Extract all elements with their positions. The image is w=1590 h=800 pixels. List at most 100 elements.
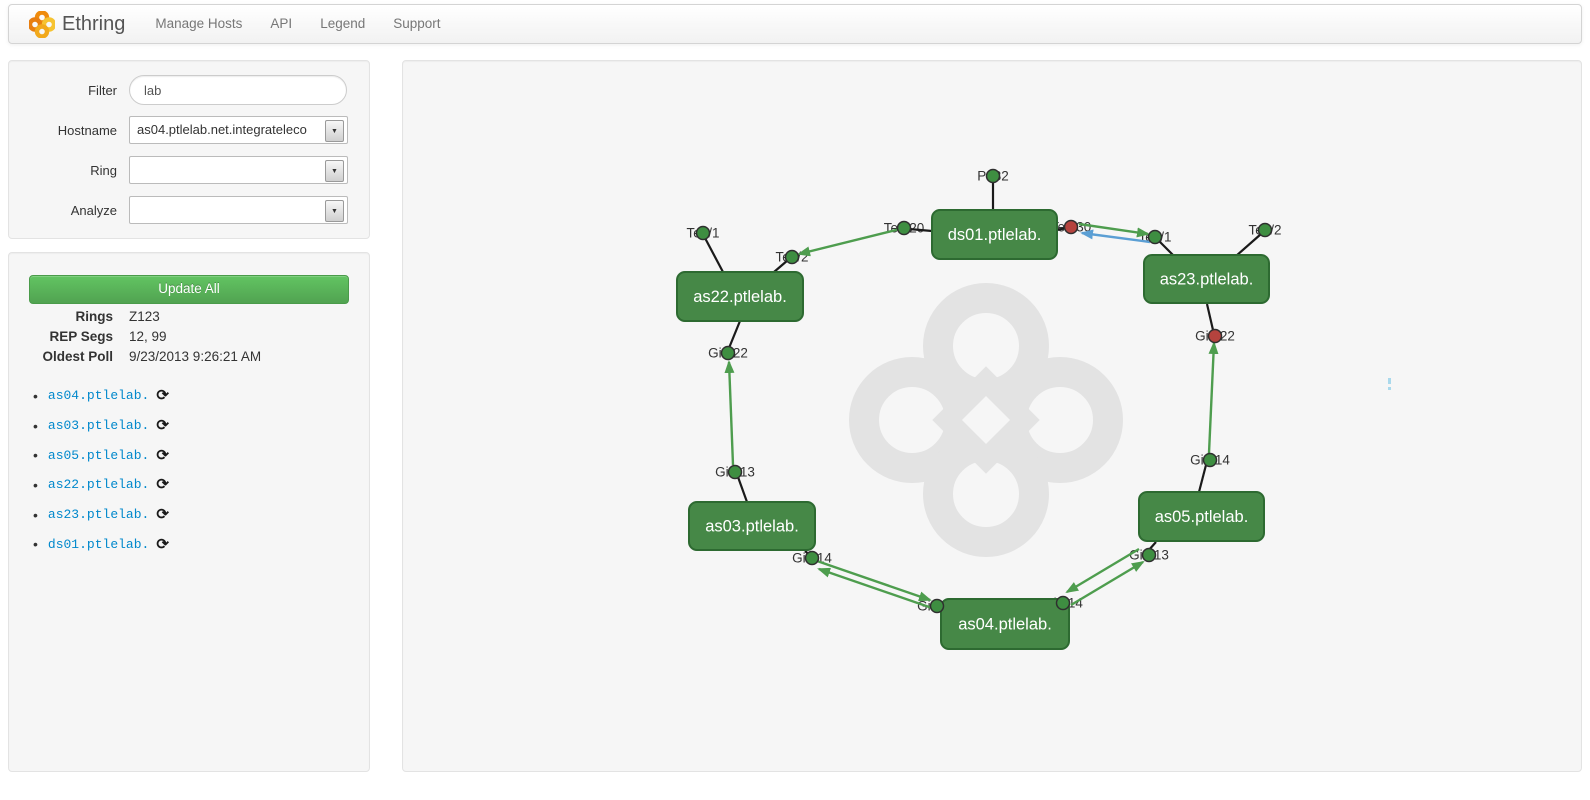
filter-panel: Filter Hostname as04.ptlelab.net.integra… <box>8 60 370 239</box>
watermark-logo <box>849 283 1123 557</box>
port-dot-te020-ds01[interactable] <box>896 220 912 236</box>
edges-layer <box>724 222 1219 610</box>
hostname-label: Hostname <box>57 123 117 138</box>
port-dot-te01-as23[interactable] <box>1147 229 1163 245</box>
nav-item-api[interactable]: API <box>270 16 293 31</box>
ports-layer <box>695 168 1273 614</box>
diagram-node-as23[interactable]: as23.ptlelab. <box>1143 254 1270 304</box>
stat-row: Rings Z123 <box>9 309 369 329</box>
port-dot-te02-as23[interactable] <box>1257 222 1273 238</box>
port-stub <box>1197 464 1208 493</box>
host-link-as05.ptlelab[interactable]: as05.ptlelab. <box>47 447 150 463</box>
ring-label: Ring <box>90 163 117 178</box>
port-dot-gi014-as04[interactable] <box>1055 595 1071 611</box>
port-dot-po32-ds01[interactable] <box>985 168 1001 184</box>
stubs-layer <box>704 183 1262 613</box>
diagram-node-as04[interactable]: as04.ptlelab. <box>940 598 1070 650</box>
port-stub <box>704 237 724 273</box>
ring-edge <box>816 559 932 602</box>
brand[interactable]: Ethring <box>29 10 126 38</box>
ring-diagram-panel: Po32Te0/20Te0/30Te0/1Te0/2Te0/1Te0/2Gi0/… <box>402 60 1582 772</box>
port-stub <box>1235 233 1262 257</box>
chevron-down-icon[interactable]: ▼ <box>325 160 344 182</box>
stat-value: 9/23/2013 9:26:21 AM <box>129 349 262 364</box>
node-label: as22.ptlelab. <box>693 288 787 306</box>
filter-input[interactable] <box>129 75 347 105</box>
port-dot-gi014-as05[interactable] <box>1202 452 1218 468</box>
ring-edge <box>724 360 735 466</box>
analyze-select-value <box>137 197 323 223</box>
hostname-select-value: as04.ptlelab.net.integrateleco <box>137 122 307 137</box>
host-list-item: as05.ptlelab. ⟳ <box>33 440 169 470</box>
brand-title: Ethring <box>62 12 126 35</box>
host-list-item: as03.ptlelab. ⟳ <box>33 411 169 441</box>
host-list-item: as23.ptlelab. ⟳ <box>33 500 169 530</box>
stat-row: REP Segs 12, 99 <box>9 329 369 349</box>
ring-edge <box>817 567 933 610</box>
ring-select-value <box>137 157 323 183</box>
port-dot-gi022-as22[interactable] <box>720 345 736 361</box>
stat-label: REP Segs <box>49 329 113 344</box>
nav-item-support[interactable]: Support <box>393 16 441 31</box>
port-stub <box>736 476 749 503</box>
diagram-node-as03[interactable]: as03.ptlelab. <box>688 501 816 551</box>
host-link-as22.ptlelab[interactable]: as22.ptlelab. <box>47 477 150 493</box>
node-label: as04.ptlelab. <box>958 616 1052 634</box>
ring-select[interactable]: ▼ <box>129 156 348 184</box>
chevron-down-icon[interactable]: ▼ <box>325 120 344 142</box>
ring-edge <box>1070 560 1145 607</box>
host-link-as03.ptlelab[interactable]: as03.ptlelab. <box>47 418 150 434</box>
ring-edge <box>1207 341 1219 454</box>
chevron-down-icon[interactable]: ▼ <box>325 200 344 222</box>
port-dot-te01-as22[interactable] <box>695 225 711 241</box>
nav-item-manage-hosts[interactable]: Manage Hosts <box>155 16 243 31</box>
host-link-ds01.ptlelab[interactable]: ds01.ptlelab. <box>47 536 150 552</box>
port-dot-gi013-as05[interactable] <box>1141 547 1157 563</box>
host-list-item: as04.ptlelab. ⟳ <box>33 381 169 411</box>
port-stub <box>1205 303 1215 331</box>
port-dot-te030-ds01[interactable] <box>1063 219 1079 235</box>
refresh-icon[interactable]: ⟳ <box>156 506 169 524</box>
filter-label: Filter <box>88 83 117 98</box>
canvas-artifact <box>1388 378 1391 390</box>
host-link-as04.ptlelab[interactable]: as04.ptlelab. <box>47 388 150 404</box>
node-label: as05.ptlelab. <box>1155 508 1249 526</box>
host-list-item: as22.ptlelab. ⟳ <box>33 470 169 500</box>
refresh-icon[interactable]: ⟳ <box>156 387 169 405</box>
analyze-select[interactable]: ▼ <box>129 196 348 224</box>
stat-value: 12, 99 <box>129 329 167 344</box>
refresh-icon[interactable]: ⟳ <box>156 417 169 435</box>
diagram-node-as22[interactable]: as22.ptlelab. <box>676 271 804 322</box>
port-dot-gi022-as23[interactable] <box>1207 328 1223 344</box>
port-dot-gi013-as04[interactable] <box>929 598 945 614</box>
ethring-logo-icon <box>29 10 55 38</box>
ring-edge <box>1078 222 1150 238</box>
host-list: as04.ptlelab.⟳as03.ptlelab.⟳as05.ptlelab… <box>33 381 169 559</box>
stat-value: Z123 <box>129 309 160 324</box>
nav-item-legend[interactable]: Legend <box>320 16 366 31</box>
ring-edge <box>1065 547 1140 594</box>
ring-edge <box>797 227 901 257</box>
hostname-select[interactable]: as04.ptlelab.net.integrateleco ▼ <box>129 116 348 144</box>
navbar-menu: Manage Hosts API Legend Support <box>141 5 454 43</box>
node-label: as23.ptlelab. <box>1160 271 1254 289</box>
diagram-node-as05[interactable]: as05.ptlelab. <box>1138 491 1265 542</box>
ring-diagram-canvas[interactable]: Po32Te0/20Te0/30Te0/1Te0/2Te0/1Te0/2Gi0/… <box>403 61 1579 769</box>
port-dot-te02-as22[interactable] <box>784 249 800 265</box>
diagram-node-ds01[interactable]: ds01.ptlelab. <box>931 209 1058 260</box>
ring-edge <box>1080 229 1151 244</box>
refresh-icon[interactable]: ⟳ <box>156 446 169 464</box>
refresh-icon[interactable]: ⟳ <box>156 535 169 553</box>
navbar: Ethring Manage Hosts API Legend Support <box>8 4 1582 44</box>
host-list-item: ds01.ptlelab. ⟳ <box>33 529 169 559</box>
port-dot-gi014-as03[interactable] <box>804 550 820 566</box>
port-stub <box>773 259 789 273</box>
port-dot-gi013-as03[interactable] <box>727 464 743 480</box>
stat-label: Rings <box>75 309 113 324</box>
refresh-icon[interactable]: ⟳ <box>156 476 169 494</box>
update-all-button[interactable]: Update All <box>29 275 349 304</box>
port-stub <box>727 320 742 349</box>
host-link-as23.ptlelab[interactable]: as23.ptlelab. <box>47 507 150 523</box>
